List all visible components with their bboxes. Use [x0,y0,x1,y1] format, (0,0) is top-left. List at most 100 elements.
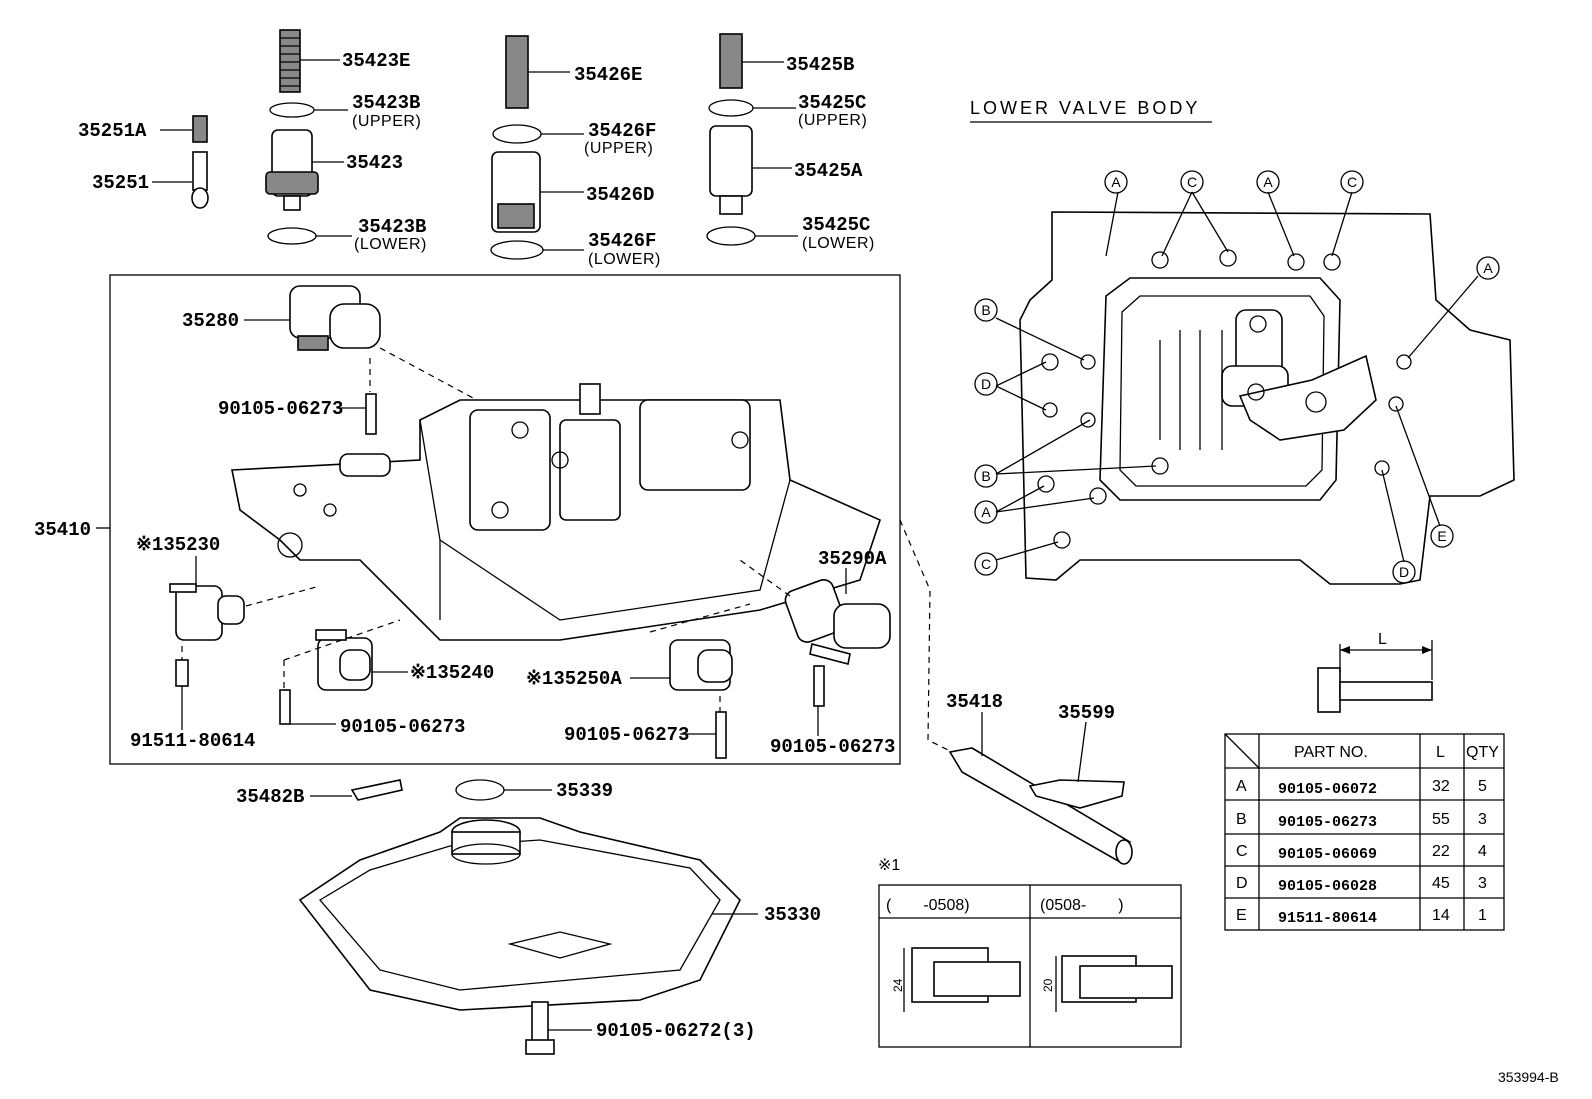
bolt-dim-label: L [1378,631,1387,648]
label-35251: 35251 [92,172,149,194]
label-35425C-upper: 35425C [798,92,866,114]
label-lower-3: (LOWER) [802,235,875,252]
callout-d-2 [1392,560,1416,584]
spring-35425B [719,33,784,89]
label-90105-06273-d: 90105-06273 [770,736,895,758]
oil-pan-35330 [298,817,741,1011]
note-dim-20: 20 [1041,978,1055,992]
label-35423B-upper: 35423B [352,92,420,114]
solenoid-35290A [784,579,891,665]
oring-35425C-upper [708,99,754,117]
oring-35426F-lower [490,240,544,260]
note-col1-header: ( -0508) [886,897,970,914]
bolt-row-qty: 3 [1478,875,1487,892]
note-dim-24: 24 [891,978,905,992]
svg-text:A: A [1483,260,1493,276]
bolt-row-qty: 5 [1478,778,1487,795]
lower-valve-body-title: LOWER VALVE BODY [970,98,1200,118]
bolt-table-header-l: L [1436,744,1445,761]
svg-text:E: E [1437,528,1446,544]
label-35410: 35410 [34,519,91,541]
label-35425B: 35425B [786,54,854,76]
callout-e-1 [1430,524,1454,548]
label-90105-06272: 90105-06272(3) [596,1020,756,1042]
label-35290A: 35290A [818,548,887,570]
label-35425A: 35425A [794,160,863,182]
bolt-row-key: C [1236,843,1248,860]
pipe-35418 [948,712,1133,865]
label-35599: 35599 [1058,702,1115,724]
callout-c-2 [1340,170,1364,194]
bolt-row-key: E [1236,907,1247,924]
oring-35423B-lower [267,227,317,245]
label-91511-80614: 91511-80614 [130,730,255,752]
label-upper-2: (UPPER) [584,140,653,157]
bolt-row-qty: 3 [1478,811,1487,828]
oring-35426F-upper [492,124,542,144]
label-35426F-upper: 35426F [588,120,656,142]
bolt-row-l: 14 [1432,907,1450,924]
bolt-90105-06273-c [715,711,727,759]
svg-text:C: C [1347,174,1357,190]
bolt-90105-06273-a [365,393,377,435]
svg-text:D: D [981,376,991,392]
svg-text:C: C [1187,174,1197,190]
svg-text:A: A [981,504,991,520]
label-90105-06273-a: 90105-06273 [218,398,343,420]
label-35418: 35418 [946,691,1003,713]
valve-35423 [265,129,319,211]
label-upper-1: (UPPER) [352,113,421,130]
bolt-row-key: D [1236,875,1248,892]
solenoid-135240 [315,629,373,691]
note-col2-header: (0508- ) [1040,897,1124,914]
bolt-row-part: 90105-06072 [1278,781,1377,798]
callout-a-1 [1104,170,1128,194]
callout-b-1 [974,298,998,322]
lower-valve-body-drawing [1019,211,1515,585]
solenoid-135250A [669,639,733,691]
label-90105-06273-c: 90105-06273 [564,724,689,746]
callout-a-3 [1476,256,1500,280]
label-35339: 35339 [556,780,613,802]
bolt-length-illustration [1317,640,1433,713]
callout-c-3 [974,552,998,576]
spring-35423E [279,29,340,93]
clip-35482B [310,779,403,801]
callout-c-1 [1180,170,1204,194]
label-35482B: 35482B [236,786,304,808]
callout-d-1 [974,372,998,396]
label-35426D: 35426D [586,184,654,206]
bolt-90105-06272 [531,1001,549,1043]
bolt-row-part: 90105-06273 [1278,814,1377,831]
bolt-91511-80614 [175,659,189,687]
label-35423E: 35423E [342,50,410,72]
valve-body-assembly [231,383,881,641]
svg-text:B: B [981,302,990,318]
label-lower-2: (LOWER) [588,251,661,268]
spring-35426E [505,35,570,109]
label-35426F-lower: 35426F [588,230,656,252]
label-35426E: 35426E [574,64,642,86]
callout-a-2 [1256,170,1280,194]
svg-text:A: A [1111,174,1121,190]
lvb-callouts: A C A C A B D B A C E D [974,170,1500,584]
label-35330: 35330 [764,904,821,926]
label-35280: 35280 [182,310,239,332]
bolt-row-key: B [1236,811,1247,828]
bolt-row-l: 55 [1432,811,1450,828]
note-sensor-new [1055,955,1173,1012]
label-35423: 35423 [346,152,403,174]
spring-35251A [160,115,208,143]
bracket-35599 [1028,721,1125,809]
bolt-row-key: A [1236,778,1247,795]
svg-text:C: C [981,556,991,572]
plunger-35251 [152,151,209,209]
bolt-row-l: 45 [1432,875,1450,892]
callout-b-2 [974,464,998,488]
oring-35423B-upper [269,102,315,118]
label-lower-1: (LOWER) [354,236,427,253]
diagram-reference: 353994-B [1498,1069,1559,1085]
label-135250A: ※135250A [526,668,622,690]
solenoid-35280 [289,285,381,351]
